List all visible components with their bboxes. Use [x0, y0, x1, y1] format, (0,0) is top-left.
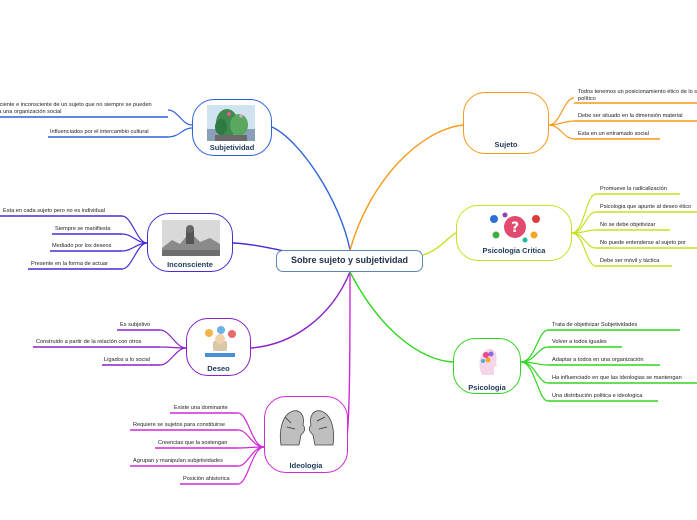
- node-inconsciente[interactable]: Inconsciente: [147, 213, 233, 272]
- leaf-psicologia-2[interactable]: Volver a todos iguales: [552, 339, 607, 345]
- node-title-psicologia-critica: Psicologia Critica: [482, 246, 546, 255]
- node-title-sujeto: Sujeto: [494, 140, 518, 149]
- leaf-inconsciente-4[interactable]: Presente en la forma de actuar: [31, 261, 108, 267]
- leaf-ideologia-2[interactable]: Requiere se sujetos para constituirse: [133, 422, 226, 428]
- leaf-sujeto-1[interactable]: Todos tenemos un posicionamiento ético d…: [578, 89, 697, 102]
- cactus-photo-icon: [207, 105, 255, 141]
- leaf-psicologia-1[interactable]: Trata de objetivizar Subjetividades: [552, 322, 638, 328]
- leaf-psicologia-critica-2[interactable]: Psicologia que apunte al deseo ético: [600, 204, 692, 210]
- two-heads-illustration-icon: [277, 403, 337, 453]
- leaf-psicologia-3[interactable]: Adaptar a todos en una organización: [552, 357, 644, 363]
- link-psicologia-critica: [422, 232, 457, 256]
- leaf-ideologia-5[interactable]: Posición ahistorica: [183, 476, 230, 482]
- leaf-subjetividad-2[interactable]: Influenciados por el intercambio cultura…: [50, 129, 149, 135]
- leaf-ideologia-3[interactable]: Creencias que la sostengan: [158, 440, 228, 446]
- leaf-psicologia-critica-4[interactable]: No puede entenderse al sujeto por: [600, 240, 686, 246]
- leaf-psicologia-critica-1[interactable]: Promueve la radicalización: [600, 186, 667, 192]
- node-sujeto[interactable]: Sujeto: [463, 92, 549, 154]
- leaf-deseo-2[interactable]: Construido a partir de la relación con o…: [36, 339, 142, 345]
- node-ideologia[interactable]: Ideologia: [264, 396, 348, 473]
- foggy-landscape-photo-icon: [162, 220, 220, 256]
- link-subjetividad: [271, 126, 351, 251]
- leaf-psicologia-4[interactable]: Ha influenciado en que las ideologias se…: [552, 375, 682, 381]
- leaf-inconsciente-1[interactable]: Esta en cada sujeto pero no es individua…: [3, 208, 105, 214]
- central-topic[interactable]: Sobre sujeto y subjetividad: [276, 250, 423, 272]
- leaf-psicologia-critica-5[interactable]: Debe ser móvil y táctica: [600, 258, 660, 264]
- leaf-psicologia-5[interactable]: Una distribución politica e ideologica: [552, 393, 643, 399]
- link-psicologia: [349, 271, 454, 363]
- leaf-psicologia-critica-3[interactable]: No se debe objetivizar: [600, 222, 656, 228]
- leaf-sujeto-2[interactable]: Debe ser situado en la dimensión materia…: [578, 113, 683, 119]
- node-psicologia-critica[interactable]: ? Psicologia Critica: [456, 205, 572, 261]
- question-mark-illustration-icon: ?: [486, 211, 544, 243]
- leaf-deseo-1[interactable]: Es subjetivo: [120, 322, 151, 328]
- node-title-deseo: Deseo: [207, 364, 230, 373]
- leaf-sujeto-3[interactable]: Esta en un entramado social: [578, 131, 649, 137]
- colorful-head-illustration-icon: [476, 345, 500, 377]
- leaf-inconsciente-2[interactable]: Siempre se manifiesta: [55, 226, 111, 232]
- leaf-ideologia-4[interactable]: Agrupan y manipulan subjetividades: [133, 458, 223, 464]
- ideas-illustration-icon: [201, 323, 239, 359]
- node-title-ideologia: Ideologia: [289, 461, 323, 470]
- node-title-inconsciente: Inconsciente: [167, 260, 213, 269]
- svg-text:?: ?: [511, 220, 519, 236]
- link-sujeto: [349, 124, 464, 251]
- leaf-deseo-3[interactable]: Ligados a lo social: [104, 357, 151, 363]
- node-deseo[interactable]: Deseo: [186, 318, 251, 376]
- leaf-subjetividad-1[interactable]: Lo consciente e inconsciente de un sujet…: [0, 102, 152, 115]
- node-psicologia[interactable]: Psicologia: [453, 338, 521, 394]
- leaf-inconsciente-3[interactable]: Mediado por los deseos: [52, 243, 112, 249]
- node-subjetividad[interactable]: Subjetividad: [192, 99, 272, 156]
- node-title-psicologia: Psicologia: [468, 383, 506, 392]
- node-title-subjetividad: Subjetividad: [209, 143, 255, 152]
- leaf-ideologia-1[interactable]: Existe una dominante: [174, 405, 228, 411]
- link-deseo: [250, 271, 351, 349]
